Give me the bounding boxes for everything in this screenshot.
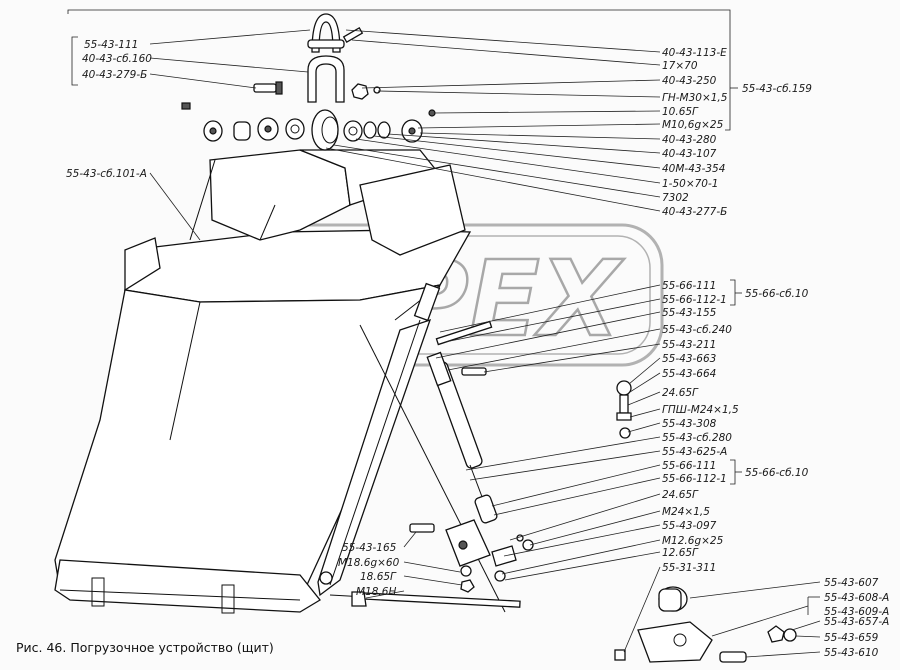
label-24-65g-b: 24.65Г	[662, 489, 699, 501]
label-m24: М24×1,5	[662, 506, 710, 518]
label-55-43-608a: 55-43-608-А	[824, 592, 889, 604]
label-40-43-279b: 40-43-279-Б	[82, 69, 147, 81]
label-55-43-609a: 55-43-609-А	[824, 606, 889, 618]
top-hardware	[181, 13, 436, 151]
part-labels: 55-43-111 40-43-сб.160 40-43-279-Б 40-43…	[66, 39, 889, 659]
label-55-43-sb240: 55-43-сб.240	[662, 324, 732, 336]
label-55-43-sb101a: 55-43-сб.101-А	[66, 168, 147, 180]
label-40-43-107: 40-43-107	[662, 148, 717, 160]
label-m12: М12.6g×25	[662, 535, 724, 547]
label-55-43-607: 55-43-607	[824, 577, 879, 589]
label-40-43-250: 40-43-250	[662, 75, 717, 87]
label-55-31-311: 55-31-311	[662, 562, 716, 574]
label-55-43-625a: 55-43-625-А	[662, 446, 727, 458]
label-m10: М10,6g×25	[662, 119, 724, 131]
label-18-65g: 18.65Г	[360, 571, 397, 583]
label-55-43-610: 55-43-610	[824, 647, 879, 659]
label-55-66-111-b: 55-66-111	[662, 460, 716, 472]
label-m18-6h: М18.6Н	[356, 586, 396, 598]
label-55-66-sb10-a: 55-66-сб.10	[745, 288, 809, 300]
label-55-66-112-1-b: 55-66-112-1	[662, 473, 727, 485]
label-55-43-165: 55-43-165	[342, 542, 397, 554]
leader-lines	[67, 9, 821, 658]
label-55-43-308: 55-43-308	[662, 418, 717, 430]
label-55-66-111-a: 55-66-111	[662, 280, 716, 292]
rods-and-cylinder	[329, 320, 797, 663]
label-55-43-155: 55-43-155	[662, 307, 717, 319]
label-40-43-280: 40-43-280	[662, 134, 717, 146]
label-55-43-663: 55-43-663	[662, 353, 716, 365]
label-55-43-657a: 55-43-657-А	[824, 616, 889, 628]
label-55-43-sb280: 55-43-сб.280	[662, 432, 732, 444]
label-12-65g: 12.65Г	[662, 547, 699, 559]
label-17x70: 17×70	[662, 60, 698, 72]
label-gn-m30: ГН-М30×1,5	[662, 92, 728, 104]
label-55-66-sb10-b: 55-66-сб.10	[745, 467, 809, 479]
label-24-65g-a: 24.65Г	[662, 387, 699, 399]
shield-body	[54, 149, 472, 614]
label-55-43-659: 55-43-659	[824, 632, 879, 644]
figure-caption: Рис. 46. Погрузочное устройство (щит)	[16, 640, 274, 655]
label-m18-60: М18.6g×60	[338, 557, 400, 569]
label-55-66-112-1-a: 55-66-112-1	[662, 294, 727, 306]
label-40-43-sb160: 40-43-сб.160	[82, 53, 152, 65]
label-55-43-111: 55-43-111	[84, 39, 138, 51]
label-55-43-sb159: 55-43-сб.159	[742, 83, 812, 95]
label-55-43-097: 55-43-097	[662, 520, 717, 532]
label-gpsh: ГПШ-М24×1,5	[662, 404, 739, 416]
label-10-65g: 10.65Г	[662, 106, 699, 118]
label-55-43-211: 55-43-211	[662, 339, 716, 351]
label-40m-43-354: 40М-43-354	[662, 163, 725, 175]
label-1-50x70-1: 1-50×70-1	[662, 178, 718, 190]
label-55-43-664: 55-43-664	[662, 368, 716, 380]
label-40-43-277b: 40-43-277-Б	[662, 206, 727, 218]
label-40-43-113e: 40-43-113-Е	[662, 47, 727, 59]
label-7302: 7302	[662, 192, 689, 204]
